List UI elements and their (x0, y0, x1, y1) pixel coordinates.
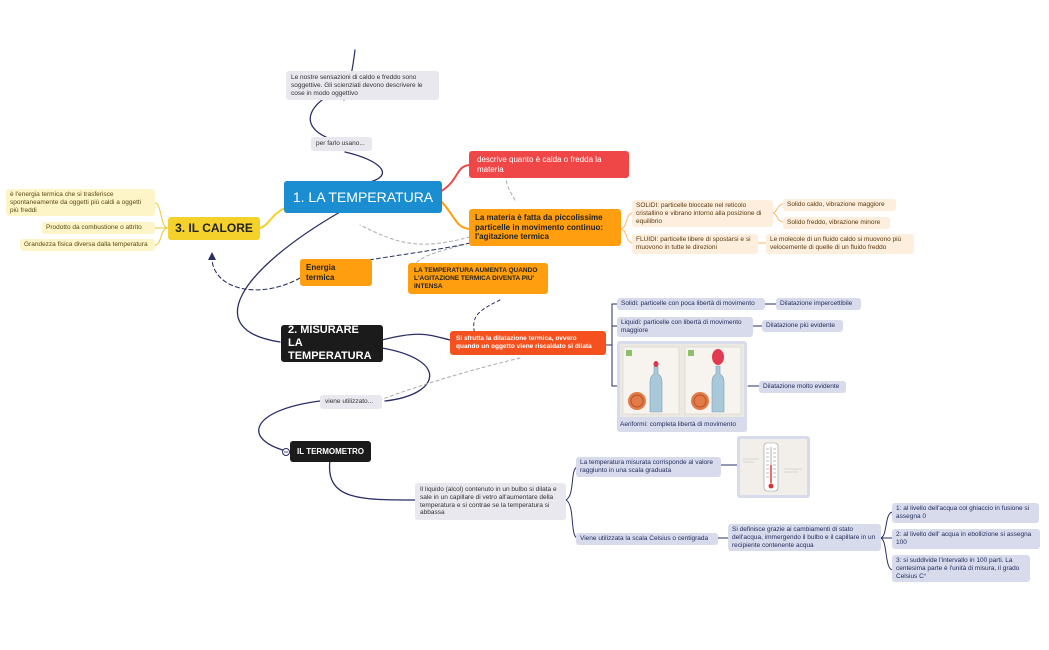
branch-termometro[interactable]: IL TERMOMETRO (290, 441, 371, 462)
node-liquidi-movimento[interactable]: Liquidi: particelle con libertà di movim… (617, 317, 753, 337)
thermometer-card[interactable] (737, 436, 810, 498)
central-topic[interactable]: 1. LA TEMPERATURA (284, 181, 442, 213)
branch-descrive[interactable]: descrive quanto è calda o fredda la mate… (469, 151, 629, 179)
branch-materia[interactable]: La materia è fatta da piccolissime parti… (469, 209, 621, 246)
node-dilatazione-evidente[interactable]: Dilatazione più evidente (762, 320, 843, 332)
node-definisce-acqua[interactable]: Si definisce grazie ai cambiamenti di st… (728, 524, 881, 552)
node-dilatazione-termica[interactable]: Si sfrutta la dilatazione termica, ovver… (450, 331, 606, 355)
node-solidi-movimento[interactable]: Solidi: particelle con poca libertà di m… (617, 298, 765, 310)
node-liquido-alcol[interactable]: Il liquido (alcol) contenuto in un bulbo… (415, 483, 566, 521)
node-scala-graduata[interactable]: La temperatura misurata corrisponde al v… (576, 457, 721, 477)
node-dilatazione-impercettibile[interactable]: Dilatazione impercettibile (776, 298, 861, 310)
branch-calore[interactable]: 3. IL CALORE (168, 217, 260, 240)
node-scala-celsius[interactable]: Viene utilizzata la scala Celsius o cent… (576, 533, 718, 545)
node-energia-termica[interactable]: Energia termica (300, 259, 372, 287)
node-step-2[interactable]: 2: al livello dell' acqua in ebollizione… (892, 529, 1040, 549)
node-solido-caldo[interactable]: Solido caldo, vibrazione maggiore (783, 199, 896, 211)
note-viene-utilizzato[interactable]: viene utilizzato... (320, 395, 382, 409)
note-per-farlo[interactable]: per farlo usano... (311, 137, 372, 151)
branch-misurare[interactable]: 2. MISURARE LA TEMPERATURA (281, 324, 383, 362)
node-step-3[interactable]: 3: si suddivide l'intervallo in 100 part… (892, 555, 1030, 583)
calore-item-2[interactable]: Prodotto da combustione o attrito (42, 222, 155, 234)
node-step-1[interactable]: 1: al livello dell'acqua col ghiaccio in… (892, 503, 1039, 523)
node-fluido-caldo[interactable]: Le molecole di un fluido caldo si muovon… (766, 234, 914, 254)
aeriformi-label: Aeriformi: completa libertà di movimento (620, 421, 736, 428)
node-fluidi[interactable]: FLUIDI: particelle libere di spostarsi e… (632, 234, 758, 254)
calore-item-3[interactable]: Grandezza fisica diversa dalla temperatu… (20, 239, 155, 251)
node-dilatazione-molto-evidente[interactable]: Dilatazione molto evidente (759, 381, 846, 393)
note-sensazioni[interactable]: Le nostre sensazioni di caldo e freddo s… (286, 71, 439, 101)
node-solido-freddo[interactable]: Solido freddo, vibrazione minore (783, 217, 890, 229)
thermometer-illustration (740, 439, 807, 495)
calore-item-1[interactable]: è l'energia termica che si trasferisce s… (6, 189, 155, 217)
node-temperatura-aumenta[interactable]: LA TEMPERATURA AUMENTA QUANDO L'AGITAZIO… (408, 263, 548, 295)
node-aeriformi-card[interactable]: Aeriformi: completa libertà di movimento (617, 341, 747, 432)
node-solidi-reticolo[interactable]: SOLIDI: particelle bloccate nel reticolo… (632, 200, 773, 228)
balloon-bottle-illustration (620, 344, 744, 417)
